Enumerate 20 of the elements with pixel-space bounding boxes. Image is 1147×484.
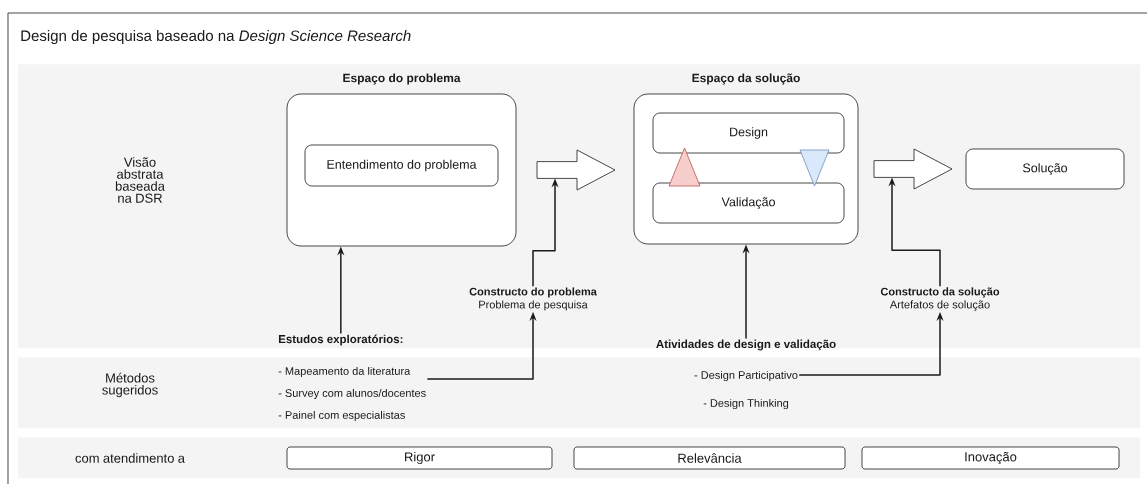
title: Design de pesquisa baseado na Design Science Research <box>21 30 411 44</box>
process-box: Design <box>652 112 845 154</box>
process-box: Solução <box>965 148 1125 190</box>
construct-label: Constructo da solução Artefatos de solução <box>880 287 1000 311</box>
method-list: - Design Participativo - Design Thinking <box>694 370 798 410</box>
block-arrow <box>536 149 616 191</box>
triangle <box>668 147 701 187</box>
node-label: Espaço do problema <box>343 73 461 85</box>
construct-label: Constructo do problema Problema de pesquisa <box>469 287 597 311</box>
criterion-box: Rigor <box>286 446 553 470</box>
block-arrow <box>873 148 953 190</box>
process-box: Validação <box>652 182 845 224</box>
criterion-box: Relevância <box>573 446 846 470</box>
triangle <box>799 149 830 187</box>
criterion-box: Inovação <box>861 446 1120 470</box>
method-heading: Atividades de design e validação <box>656 339 836 351</box>
node-label: Espaço da solução <box>692 73 800 85</box>
method-heading: Estudos exploratórios: <box>278 334 403 346</box>
method-list: - Mapeamento da literatura - Survey com alunos/docentes - Painel com especialistas <box>278 366 426 422</box>
process-box: Entendimento do problema <box>304 144 499 187</box>
